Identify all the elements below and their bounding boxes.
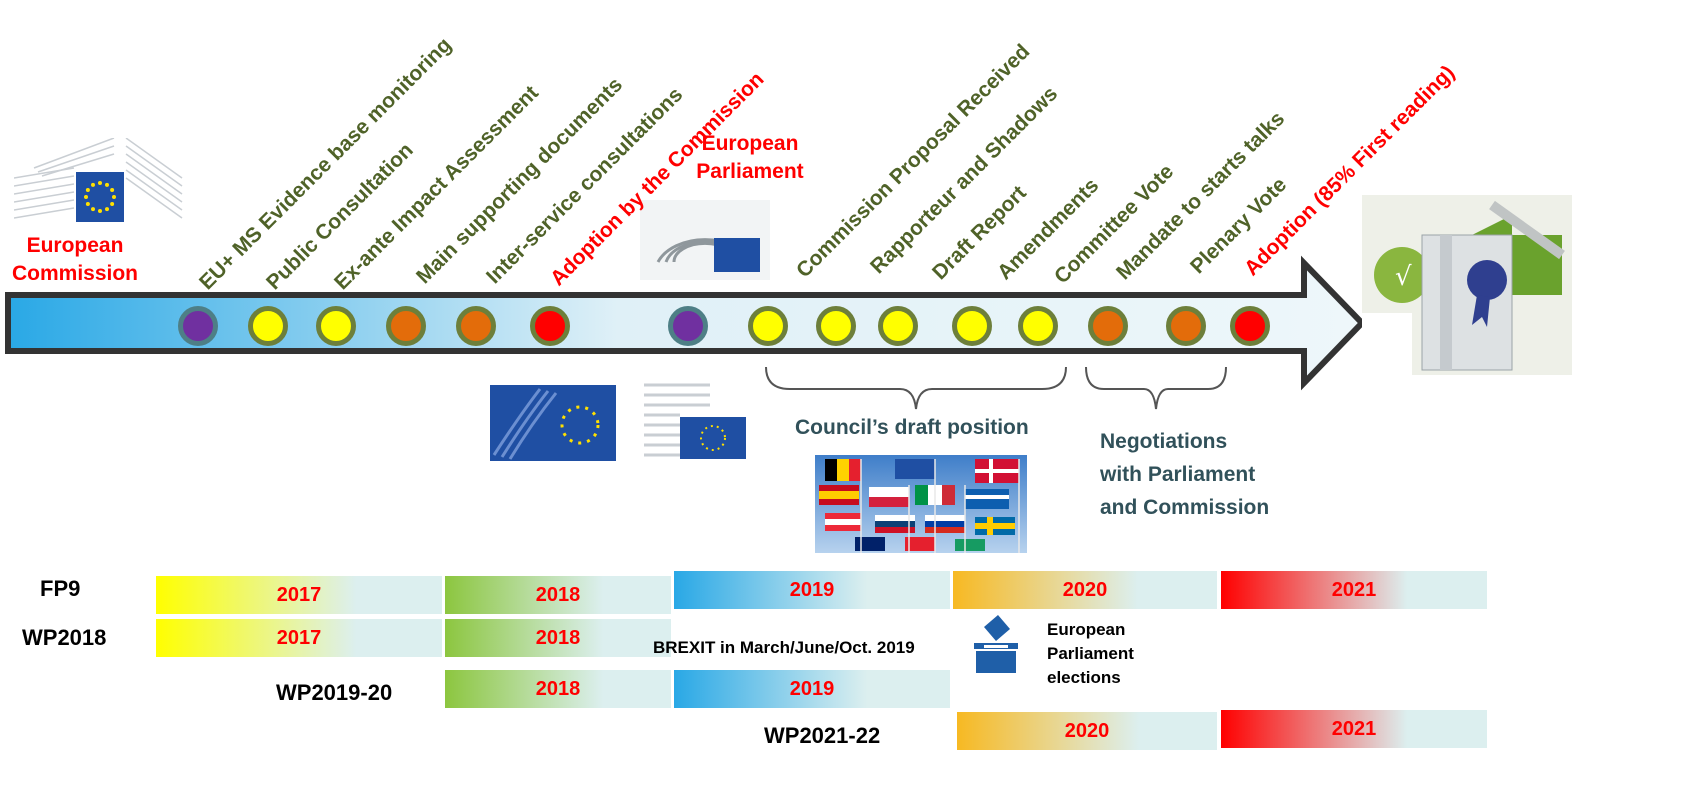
milestone-dot (668, 306, 708, 346)
milestone-dot (1088, 306, 1128, 346)
elections-note: European Parliament elections (1047, 620, 1134, 687)
eu-flags-photo (815, 455, 1027, 553)
brexit-note: BREXIT in March/June/Oct. 2019 (653, 638, 915, 657)
council-draft-position-label: Council’s draft position (795, 416, 1029, 439)
negotiations-label: Negotiations with Parliament and Commiss… (1100, 430, 1270, 519)
eesc-logo (490, 385, 616, 461)
fp9-year-bar: 2020 (953, 571, 1217, 609)
fp9-year-bar: 2017 (156, 576, 442, 614)
ballot-box-icon (974, 615, 1018, 673)
milestone-dot (456, 306, 496, 346)
milestone-dot (1018, 306, 1058, 346)
european-parliament-logo (640, 200, 770, 280)
negotiation-bracket (1085, 366, 1227, 410)
fp9-year-bar: 2021 (1221, 571, 1487, 609)
milestone-dot (816, 306, 856, 346)
row-label-fp9: FP9 (40, 576, 81, 601)
milestone-dot (878, 306, 918, 346)
wp2021-year-bar: 2020 (957, 712, 1217, 750)
wp2018-year-bar: 2017 (156, 619, 442, 657)
milestone-dot (316, 306, 356, 346)
wp2019-year-bar: 2018 (445, 670, 671, 708)
wp2019-year-bar: 2019 (674, 670, 950, 708)
milestone-dot (748, 306, 788, 346)
milestone-dot (386, 306, 426, 346)
milestone-dot (1230, 306, 1270, 346)
european-parliament-label: European Parliament (696, 132, 804, 183)
milestone-dot (530, 306, 570, 346)
row-label-wp2018: WP2018 (22, 625, 107, 650)
european-commission-label: European Commission (11, 234, 139, 285)
milestone-dot (178, 306, 218, 346)
european-commission-logo (14, 138, 183, 222)
milestone-dot (1166, 306, 1206, 346)
milestone-dot (952, 306, 992, 346)
wp2021-year-bar: 2021 (1221, 710, 1487, 748)
svg-text:√: √ (1395, 262, 1412, 292)
row-label-wp2021-22: WP2021-22 (764, 723, 881, 748)
row-label-wp2019-20: WP2019-20 (276, 680, 393, 705)
fp9-year-bar: 2019 (674, 571, 950, 609)
council-logo (644, 383, 746, 459)
wp2018-year-bar: 2018 (445, 619, 671, 657)
fp9-year-bar: 2018 (445, 576, 671, 614)
adoption-binder-icon: √ (1362, 195, 1572, 375)
council-bracket (765, 366, 1067, 410)
milestone-dot (248, 306, 288, 346)
